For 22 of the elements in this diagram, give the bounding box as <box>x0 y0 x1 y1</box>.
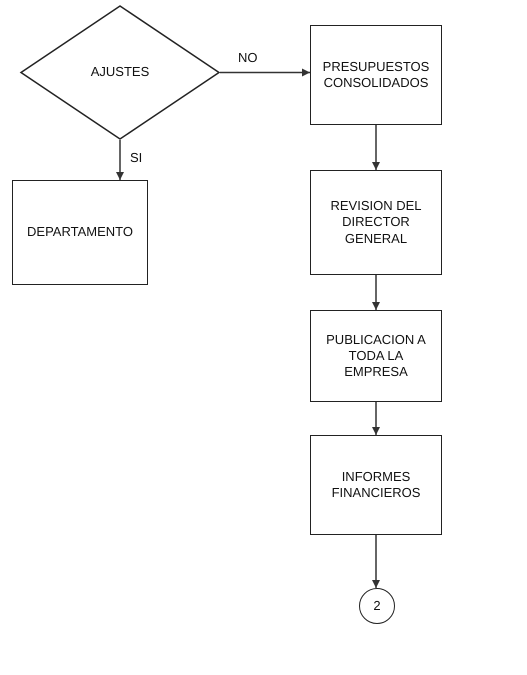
node-label: INFORMES FINANCIEROS <box>330 468 422 502</box>
edge-label: NO <box>236 50 260 65</box>
node-label: DEPARTAMENTO <box>26 224 134 241</box>
process-box <box>12 180 148 285</box>
node-label: REVISION DEL DIRECTOR GENERAL <box>329 198 423 247</box>
process-box <box>310 435 442 535</box>
process-box <box>310 170 442 275</box>
edge-label: SI <box>128 150 144 165</box>
process-box <box>310 25 442 125</box>
arrow <box>372 275 380 310</box>
node-label: PRESUPUESTOS CONSOLIDADOS <box>322 58 430 92</box>
connector-circle <box>359 588 395 624</box>
arrow <box>220 68 310 76</box>
node-label: 2 <box>372 598 382 614</box>
process-box <box>310 310 442 402</box>
node-label: PUBLICACION A TODA LA EMPRESA <box>325 332 427 380</box>
arrow <box>372 402 380 435</box>
arrow <box>372 535 380 588</box>
arrow <box>372 125 380 170</box>
decision-diamond <box>20 5 220 140</box>
node-label: AJUSTES <box>90 64 150 81</box>
arrow <box>116 140 124 180</box>
